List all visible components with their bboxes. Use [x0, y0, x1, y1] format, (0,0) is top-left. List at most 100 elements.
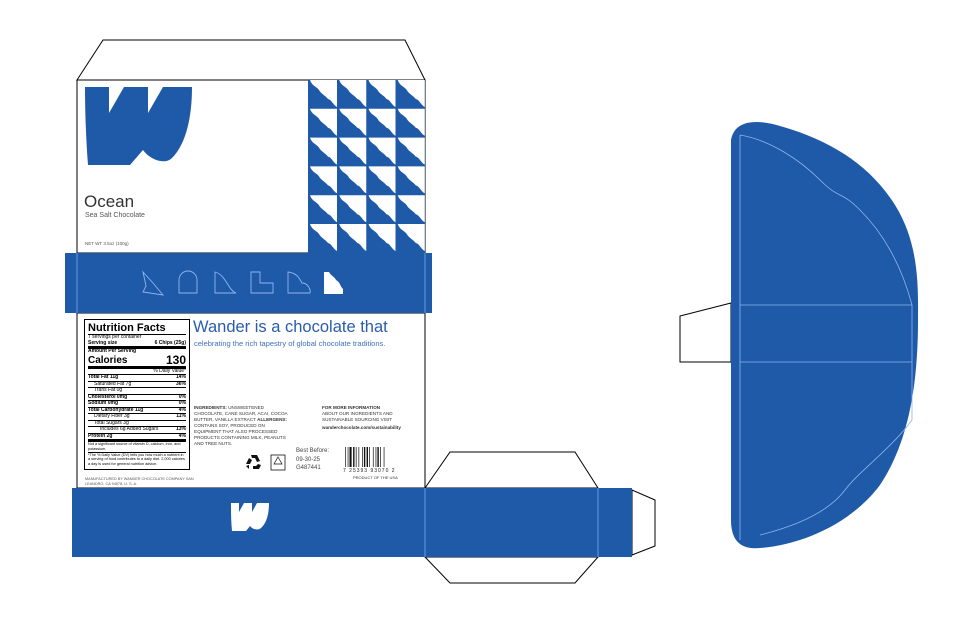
wave-tile — [368, 195, 396, 223]
curve-shape-icon — [214, 271, 237, 294]
nutrient-row: Protein 2g 4% — [88, 432, 186, 440]
nutrient-dv: 4% — [178, 406, 186, 413]
nutrient-label: Sodium 0mg — [88, 400, 119, 406]
nutrient-row: Cholesterol 0mg 0% — [88, 393, 186, 401]
nutrient-label: Protein 2g — [88, 432, 113, 439]
nutrient-row: Total Sugars 3g — [88, 419, 186, 427]
wave-tile — [397, 137, 425, 165]
bottom-hex-flap-bottom — [423, 556, 600, 584]
wave-tile — [310, 80, 337, 107]
info-heading: FOR MORE INFORMATION — [322, 405, 381, 410]
nutrient-label: Total Carbohydrate 11g — [88, 406, 144, 413]
barcode-bar — [349, 447, 352, 467]
barcode-bar — [369, 447, 370, 467]
net-weight: NET WT 3.5oz (100g) — [85, 241, 129, 246]
nutrient-label: Cholesterol 0mg — [88, 393, 128, 400]
scallop-shape-icon — [287, 271, 311, 294]
info-text: ABOUT OUR INGREDIENTS AND SUSTAINABLE SO… — [322, 411, 393, 422]
wave-tile — [368, 108, 396, 136]
best-before-label: Best Before: — [296, 448, 330, 454]
nutrient-dv: 0% — [178, 393, 186, 400]
barcode-bar — [377, 447, 379, 467]
barcode-bar — [353, 447, 355, 467]
wave-tile — [397, 108, 425, 136]
wander-logo-small — [231, 503, 269, 531]
wave-tile — [339, 195, 367, 223]
nutrient-label: Total Sugars 3g — [94, 419, 129, 426]
barcode-bar — [362, 447, 363, 467]
wave-tile — [310, 195, 337, 223]
nutrient-dv: 13% — [175, 426, 186, 432]
nutrient-label: Saturated Fat 7g — [94, 380, 132, 387]
wave-pattern — [310, 80, 425, 251]
arch-shape-icon — [178, 270, 198, 294]
wave-tile — [368, 80, 396, 107]
recycle-icon — [246, 455, 261, 469]
calories-label: Calories — [88, 354, 128, 366]
nutrient-dv: 4% — [178, 432, 186, 439]
barcode-bar — [383, 447, 385, 467]
wave-tile — [397, 80, 425, 107]
top-flap — [76, 39, 426, 81]
allergens-text: CONTAINS SOY, PRODUCED ON EQUIPMENT THAT… — [194, 423, 286, 446]
wave-tile — [339, 166, 367, 194]
calories-value: 130 — [165, 352, 186, 367]
info-block: FOR MORE INFORMATION ABOUT OUR INGREDIEN… — [322, 405, 414, 431]
barcode-bar — [366, 447, 368, 467]
bar-wrapper-shape — [731, 121, 919, 549]
barcode-bar — [375, 447, 377, 467]
wave-tile — [397, 224, 425, 251]
fsc-icon — [270, 454, 286, 471]
nutrient-row: Total Carbohydrate 11g 4% — [88, 406, 186, 414]
product-flavor: Sea Salt Chocolate — [85, 212, 145, 219]
wave-tile — [339, 224, 367, 251]
amount-label: Amount Per Serving — [88, 346, 186, 355]
best-before: Best Before: 09-30-25 G487441 — [296, 447, 329, 473]
wave-tile — [339, 108, 367, 136]
barcode-bar — [358, 447, 360, 467]
shape-icons — [142, 270, 343, 296]
wave-tile — [310, 108, 337, 136]
wave-tile — [368, 166, 396, 194]
nutrient-row: Sodium 0mg 0% — [88, 400, 186, 407]
allergens-label: ALLERGENS: — [257, 417, 288, 422]
wander-logo — [85, 87, 192, 165]
nutrient-label: Total Fat 11g — [88, 374, 119, 380]
barcode-bar — [372, 447, 374, 467]
serving-size: 6 Chips (25g) — [154, 339, 186, 346]
wave-tile — [310, 224, 337, 251]
nutrient-label: Trans Fat 0g — [94, 387, 123, 393]
daily-value-note: *The % Daily Value (DV) tells you how mu… — [88, 451, 186, 467]
barcode-bar — [380, 447, 381, 467]
nutrient-dv: 36% — [175, 380, 186, 387]
product-origin: PRODUCT OF THE USA — [353, 475, 398, 480]
barcode-bar — [345, 447, 346, 467]
tagline-headline: Wander is a chocolate that — [193, 318, 388, 336]
best-before-date: 09-30-25 — [296, 456, 321, 463]
nutrient-dv: 11% — [176, 413, 186, 419]
ingredients-block: INGREDIENTS: UNSWEETENED CHOCOLATE, CANE… — [194, 405, 292, 447]
serving-size-label: Serving size — [88, 339, 118, 346]
product-name: Ocean — [84, 192, 135, 211]
wave-tile — [397, 195, 425, 223]
manufacturer: MANUFACTURED BY WANDER CHOCOLATE COMPANY… — [85, 477, 194, 486]
bottom-blue-band — [72, 488, 632, 557]
wave-tile — [339, 80, 367, 107]
blue-band — [65, 253, 432, 313]
side-tab — [679, 302, 732, 363]
end-tab — [631, 489, 656, 556]
nutrient-row: Trans Fat 0g — [88, 387, 186, 394]
ingredients-text: UNSWEETENED CHOCOLATE, CANE SUGAR, ACAI,… — [194, 405, 288, 422]
barcode-bar — [355, 447, 357, 467]
wave-tile — [339, 137, 367, 165]
nutrient-dv: 0% — [178, 400, 186, 406]
nutrient-row: Saturated Fat 7g 36% — [88, 380, 186, 388]
nutrition-note: Not a significant source of vitamin D, c… — [88, 439, 186, 452]
lot-number: G487441 — [296, 465, 321, 471]
wave-shape-icon — [324, 272, 343, 294]
info-url[interactable]: wanderchocolate.com/sustainability — [322, 425, 401, 430]
